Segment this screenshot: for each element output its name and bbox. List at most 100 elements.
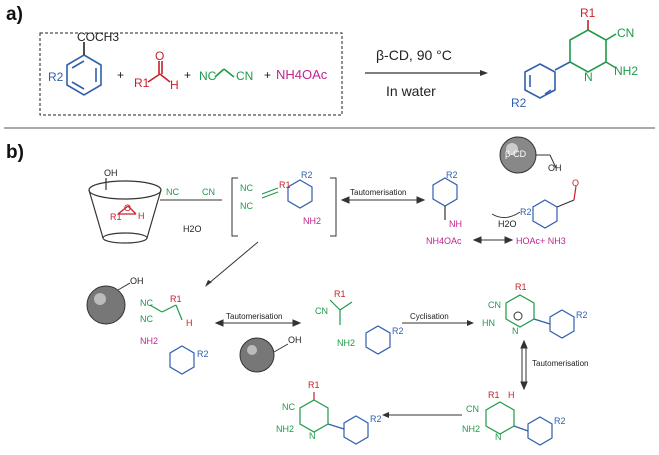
malononitrile-bonds bbox=[214, 68, 235, 78]
product-r2: R2 bbox=[511, 96, 527, 110]
product-n: N bbox=[584, 70, 593, 84]
cone-o: O bbox=[124, 203, 132, 213]
cone-r1: R1 bbox=[110, 212, 122, 222]
bottom-nh2: NH2 bbox=[462, 424, 481, 434]
left-nc-2: NC bbox=[140, 314, 153, 324]
reaction-arrow-head bbox=[480, 70, 488, 76]
bracket-phenyl bbox=[287, 179, 313, 209]
bracket-alkene bbox=[261, 187, 279, 199]
mid-nh2: NH2 bbox=[337, 338, 356, 348]
panel-b-label: b) bbox=[6, 142, 24, 163]
plus-1: + bbox=[117, 68, 125, 82]
malononitrile-cn: CN bbox=[236, 69, 254, 83]
aldehyde-o: O bbox=[155, 49, 165, 63]
top-tautomerisation: Tautomerisation bbox=[350, 188, 407, 197]
left-r2: R2 bbox=[197, 349, 209, 359]
vertical-equilibrium-arrow bbox=[520, 339, 528, 391]
cyclodextrin-cone bbox=[88, 178, 162, 244]
right-water: H2O bbox=[498, 219, 517, 229]
top-equilibrium-arrow bbox=[340, 196, 426, 204]
mid-r2: R2 bbox=[392, 326, 404, 336]
bottom-right-phenyl bbox=[513, 416, 553, 446]
water-curved-arrow bbox=[491, 211, 521, 218]
imine-r2: R2 bbox=[446, 170, 458, 180]
final-product-ring bbox=[299, 392, 329, 433]
cyclised-r1: R1 bbox=[515, 282, 527, 292]
reactant-box bbox=[39, 32, 343, 116]
acetophenone-group: COCH3 bbox=[77, 30, 120, 44]
cyclised-cn: CN bbox=[488, 300, 501, 310]
product-nh2: NH2 bbox=[614, 64, 639, 78]
cone-oh: OH bbox=[104, 168, 118, 178]
acetate-equilibrium-arrow bbox=[472, 236, 514, 244]
bracket-intermediate bbox=[231, 177, 337, 237]
bracket-nc-1: NC bbox=[240, 183, 253, 193]
left-nc-1: NC bbox=[140, 298, 153, 308]
bottom-n: N bbox=[495, 432, 502, 442]
bottom-r2: R2 bbox=[554, 416, 566, 426]
left-oh: OH bbox=[130, 276, 144, 286]
final-n: N bbox=[309, 431, 316, 441]
bottom-h: H bbox=[508, 390, 515, 400]
final-nc: NC bbox=[282, 402, 295, 412]
cyclised-phenyl bbox=[533, 309, 575, 339]
hoac-nh3: HOAc+ NH3 bbox=[516, 236, 566, 246]
ammonium-acetate: NH4OAc bbox=[276, 67, 328, 82]
right-tautomerisation: Tautomerisation bbox=[532, 359, 589, 368]
aldehyde-bonds bbox=[147, 61, 171, 83]
aldehyde-h: H bbox=[170, 78, 179, 92]
arrow-down-left bbox=[207, 241, 259, 285]
bcd-linker bbox=[536, 154, 557, 169]
acetophenone-right-r2: R2 bbox=[520, 207, 532, 217]
cyclised-ring bbox=[505, 294, 535, 328]
bracket-nh2: NH2 bbox=[303, 216, 322, 226]
final-r2: R2 bbox=[370, 414, 382, 424]
acetophenone-right-o: O bbox=[572, 178, 580, 188]
mid-cn: CN bbox=[315, 306, 328, 316]
bottom-r1: R1 bbox=[488, 390, 500, 400]
bottom-right-ring bbox=[485, 401, 515, 435]
mid-equilibrium-arrow bbox=[214, 319, 302, 327]
product-phenyl-ring bbox=[524, 61, 571, 99]
acetophenone-ring bbox=[66, 42, 102, 96]
cyclised-hn: HN bbox=[482, 318, 495, 328]
acetophenone-r2: R2 bbox=[48, 70, 64, 84]
step1-nc: NC bbox=[166, 187, 179, 197]
cation-marker bbox=[513, 311, 523, 321]
mid-intermediate-chain bbox=[329, 299, 353, 325]
mid-intermediate-phenyl bbox=[365, 325, 391, 355]
acetophenone-right-ring bbox=[532, 185, 577, 229]
cone-h: H bbox=[138, 211, 145, 221]
bracket-nc-2: NC bbox=[240, 201, 253, 211]
panel-a-label: a) bbox=[6, 4, 23, 25]
left-h: H bbox=[186, 318, 193, 328]
step1-cn: CN bbox=[202, 187, 215, 197]
final-r1: R1 bbox=[308, 380, 320, 390]
imine-phenyl bbox=[432, 177, 458, 220]
condition-solvent: In water bbox=[386, 83, 436, 99]
left-r1: R1 bbox=[170, 294, 182, 304]
left-intermediate-phenyl bbox=[169, 345, 195, 375]
beta-cd-ball-mid bbox=[239, 337, 275, 373]
plus-3: + bbox=[264, 68, 272, 82]
product-pyridine-ring bbox=[569, 20, 617, 73]
mid-oh: OH bbox=[288, 335, 302, 345]
cyclised-r2: R2 bbox=[576, 310, 588, 320]
left-intermediate-chain bbox=[149, 304, 183, 321]
product-cn: CN bbox=[617, 26, 635, 40]
final-product-phenyl bbox=[327, 415, 369, 445]
imine-nh: NH bbox=[449, 219, 462, 229]
aldehyde-in-cone bbox=[117, 205, 137, 215]
cyclised-n: N bbox=[512, 326, 519, 336]
left-linker bbox=[117, 282, 131, 291]
condition-catalyst: β-CD, 90 °C bbox=[376, 47, 452, 63]
bottom-cn: CN bbox=[466, 404, 479, 414]
mid-tautomerisation: Tautomerisation bbox=[226, 312, 283, 321]
bracket-r2: R2 bbox=[301, 170, 313, 180]
cyclisation-label: Cyclisation bbox=[410, 312, 449, 321]
bcd-oh: OH bbox=[548, 163, 562, 173]
step1-water: H2O bbox=[183, 224, 202, 234]
nh4oac: NH4OAc bbox=[426, 236, 462, 246]
bracket-r1: R1 bbox=[279, 180, 291, 190]
